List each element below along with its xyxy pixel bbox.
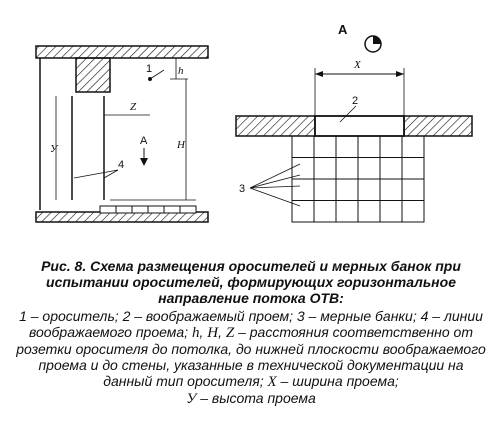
view-a: А X 2 3 xyxy=(235,22,473,223)
floor-jars xyxy=(99,205,197,214)
measuring-jars-grid xyxy=(291,135,425,223)
label-4: 4 xyxy=(118,159,124,171)
dim-label-y: У xyxy=(50,143,59,155)
caption-text-4: – высота проема xyxy=(196,390,316,406)
symbol-Z: Z xyxy=(225,325,235,341)
caption-text-2: – расстояния соответственно от розетки о… xyxy=(16,324,486,389)
symbol-H: H xyxy=(207,325,219,341)
wall-right xyxy=(403,115,473,137)
label-3: 3 xyxy=(239,183,245,195)
symbol-X: X xyxy=(267,374,277,390)
symbol-Y: У xyxy=(186,391,197,407)
view-label-a: А xyxy=(140,135,148,147)
dim-label-h: h xyxy=(178,65,184,77)
dim-label-H: H xyxy=(176,139,186,151)
dim-label-X: X xyxy=(353,59,362,71)
caption-text-1: 1 – ороситель; 2 – воображаемый проем; 3… xyxy=(19,308,483,340)
dim-label-Z: Z xyxy=(130,101,137,113)
imaginary-opening xyxy=(314,115,405,137)
label-2: 2 xyxy=(352,95,358,107)
caption-text-3: – ширина проема; xyxy=(276,373,399,389)
caption-title: Рис. 8. Схема размещения оросителей и ме… xyxy=(41,258,461,306)
label-1: 1 xyxy=(146,63,152,75)
wall-left xyxy=(235,115,316,137)
symbol-h: h xyxy=(191,325,200,341)
view-a-title: А xyxy=(338,22,348,37)
caption-sep-1: , xyxy=(199,324,208,340)
sprinkler-layout-figure: У 1 h H Z А 4 А X xyxy=(35,22,473,223)
caption-sep-2: , xyxy=(218,324,226,340)
figure-caption: Рис. 8. Схема размещения оросителей и ме… xyxy=(14,258,488,407)
ceiling-slab xyxy=(35,45,209,59)
caption-body: 1 – ороситель; 2 – воображаемый проем; 3… xyxy=(14,308,488,407)
side-section-view: У 1 h H Z А 4 xyxy=(35,45,209,223)
ceiling-beam xyxy=(75,57,111,93)
